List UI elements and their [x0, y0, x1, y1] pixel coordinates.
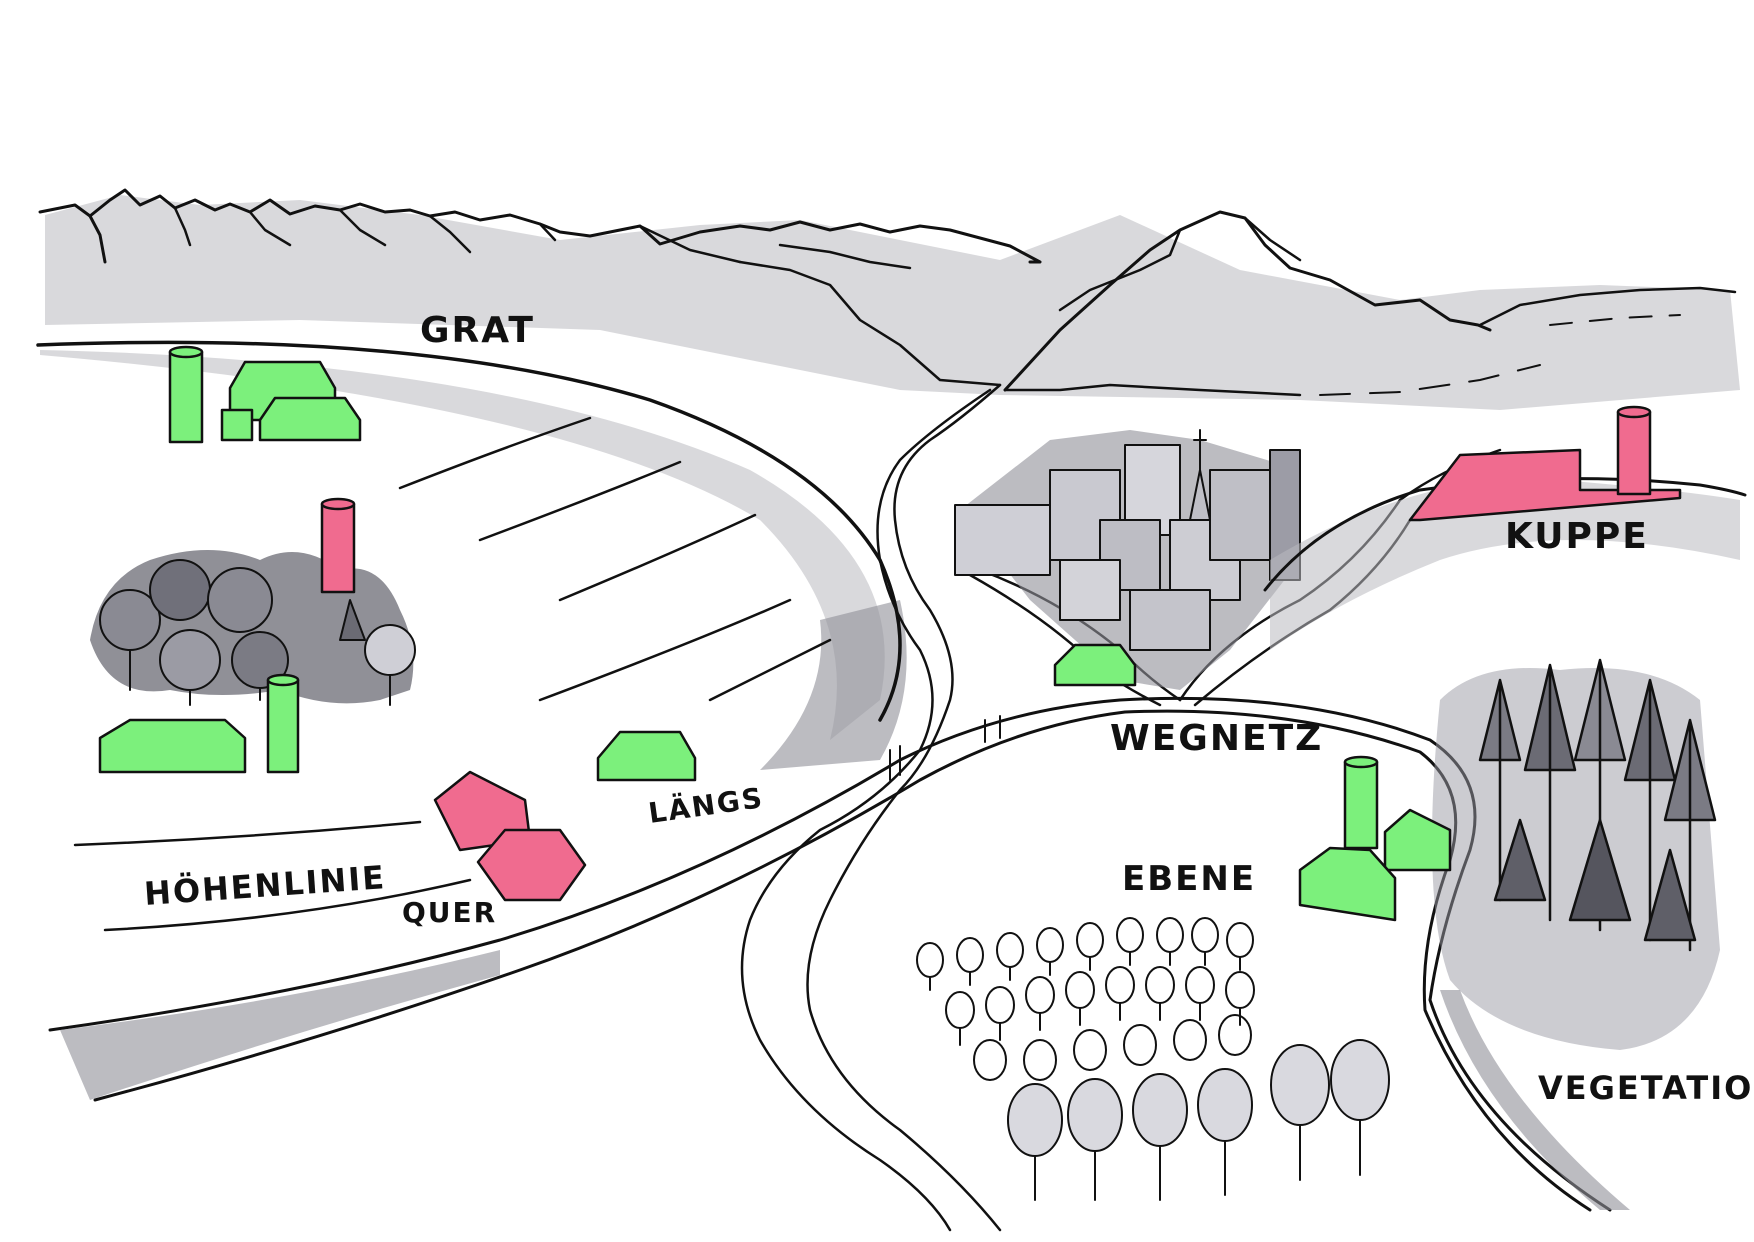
building-wegnetz-green [1053, 643, 1137, 687]
building-ebene-green [1298, 755, 1452, 922]
label-kuppe: KUPPE [1505, 516, 1649, 557]
village [954, 429, 1301, 690]
orchard [916, 917, 1390, 1201]
building-kuppe-red [1408, 405, 1682, 522]
river [740, 383, 1002, 1232]
conifer-forest [1432, 658, 1720, 1050]
mountain-range [38, 188, 1740, 410]
label-quer: QUER [402, 896, 497, 929]
label-ebene: EBENE [1122, 859, 1256, 899]
road-network [48, 448, 1630, 1212]
building-farm-topleft [168, 345, 362, 444]
building-laengs-green [596, 730, 697, 782]
buildings [98, 345, 1682, 922]
left-slope [36, 340, 907, 932]
forest-cluster [90, 550, 416, 706]
label-wegnetz: WEGNETZ [1110, 718, 1323, 759]
building-quer-red [433, 770, 587, 902]
label-vegetation: VEGETATION [1538, 1069, 1754, 1107]
building-farm-lowerleft [98, 673, 300, 774]
building-silo-red [320, 497, 356, 594]
label-grat: GRAT [420, 310, 535, 351]
